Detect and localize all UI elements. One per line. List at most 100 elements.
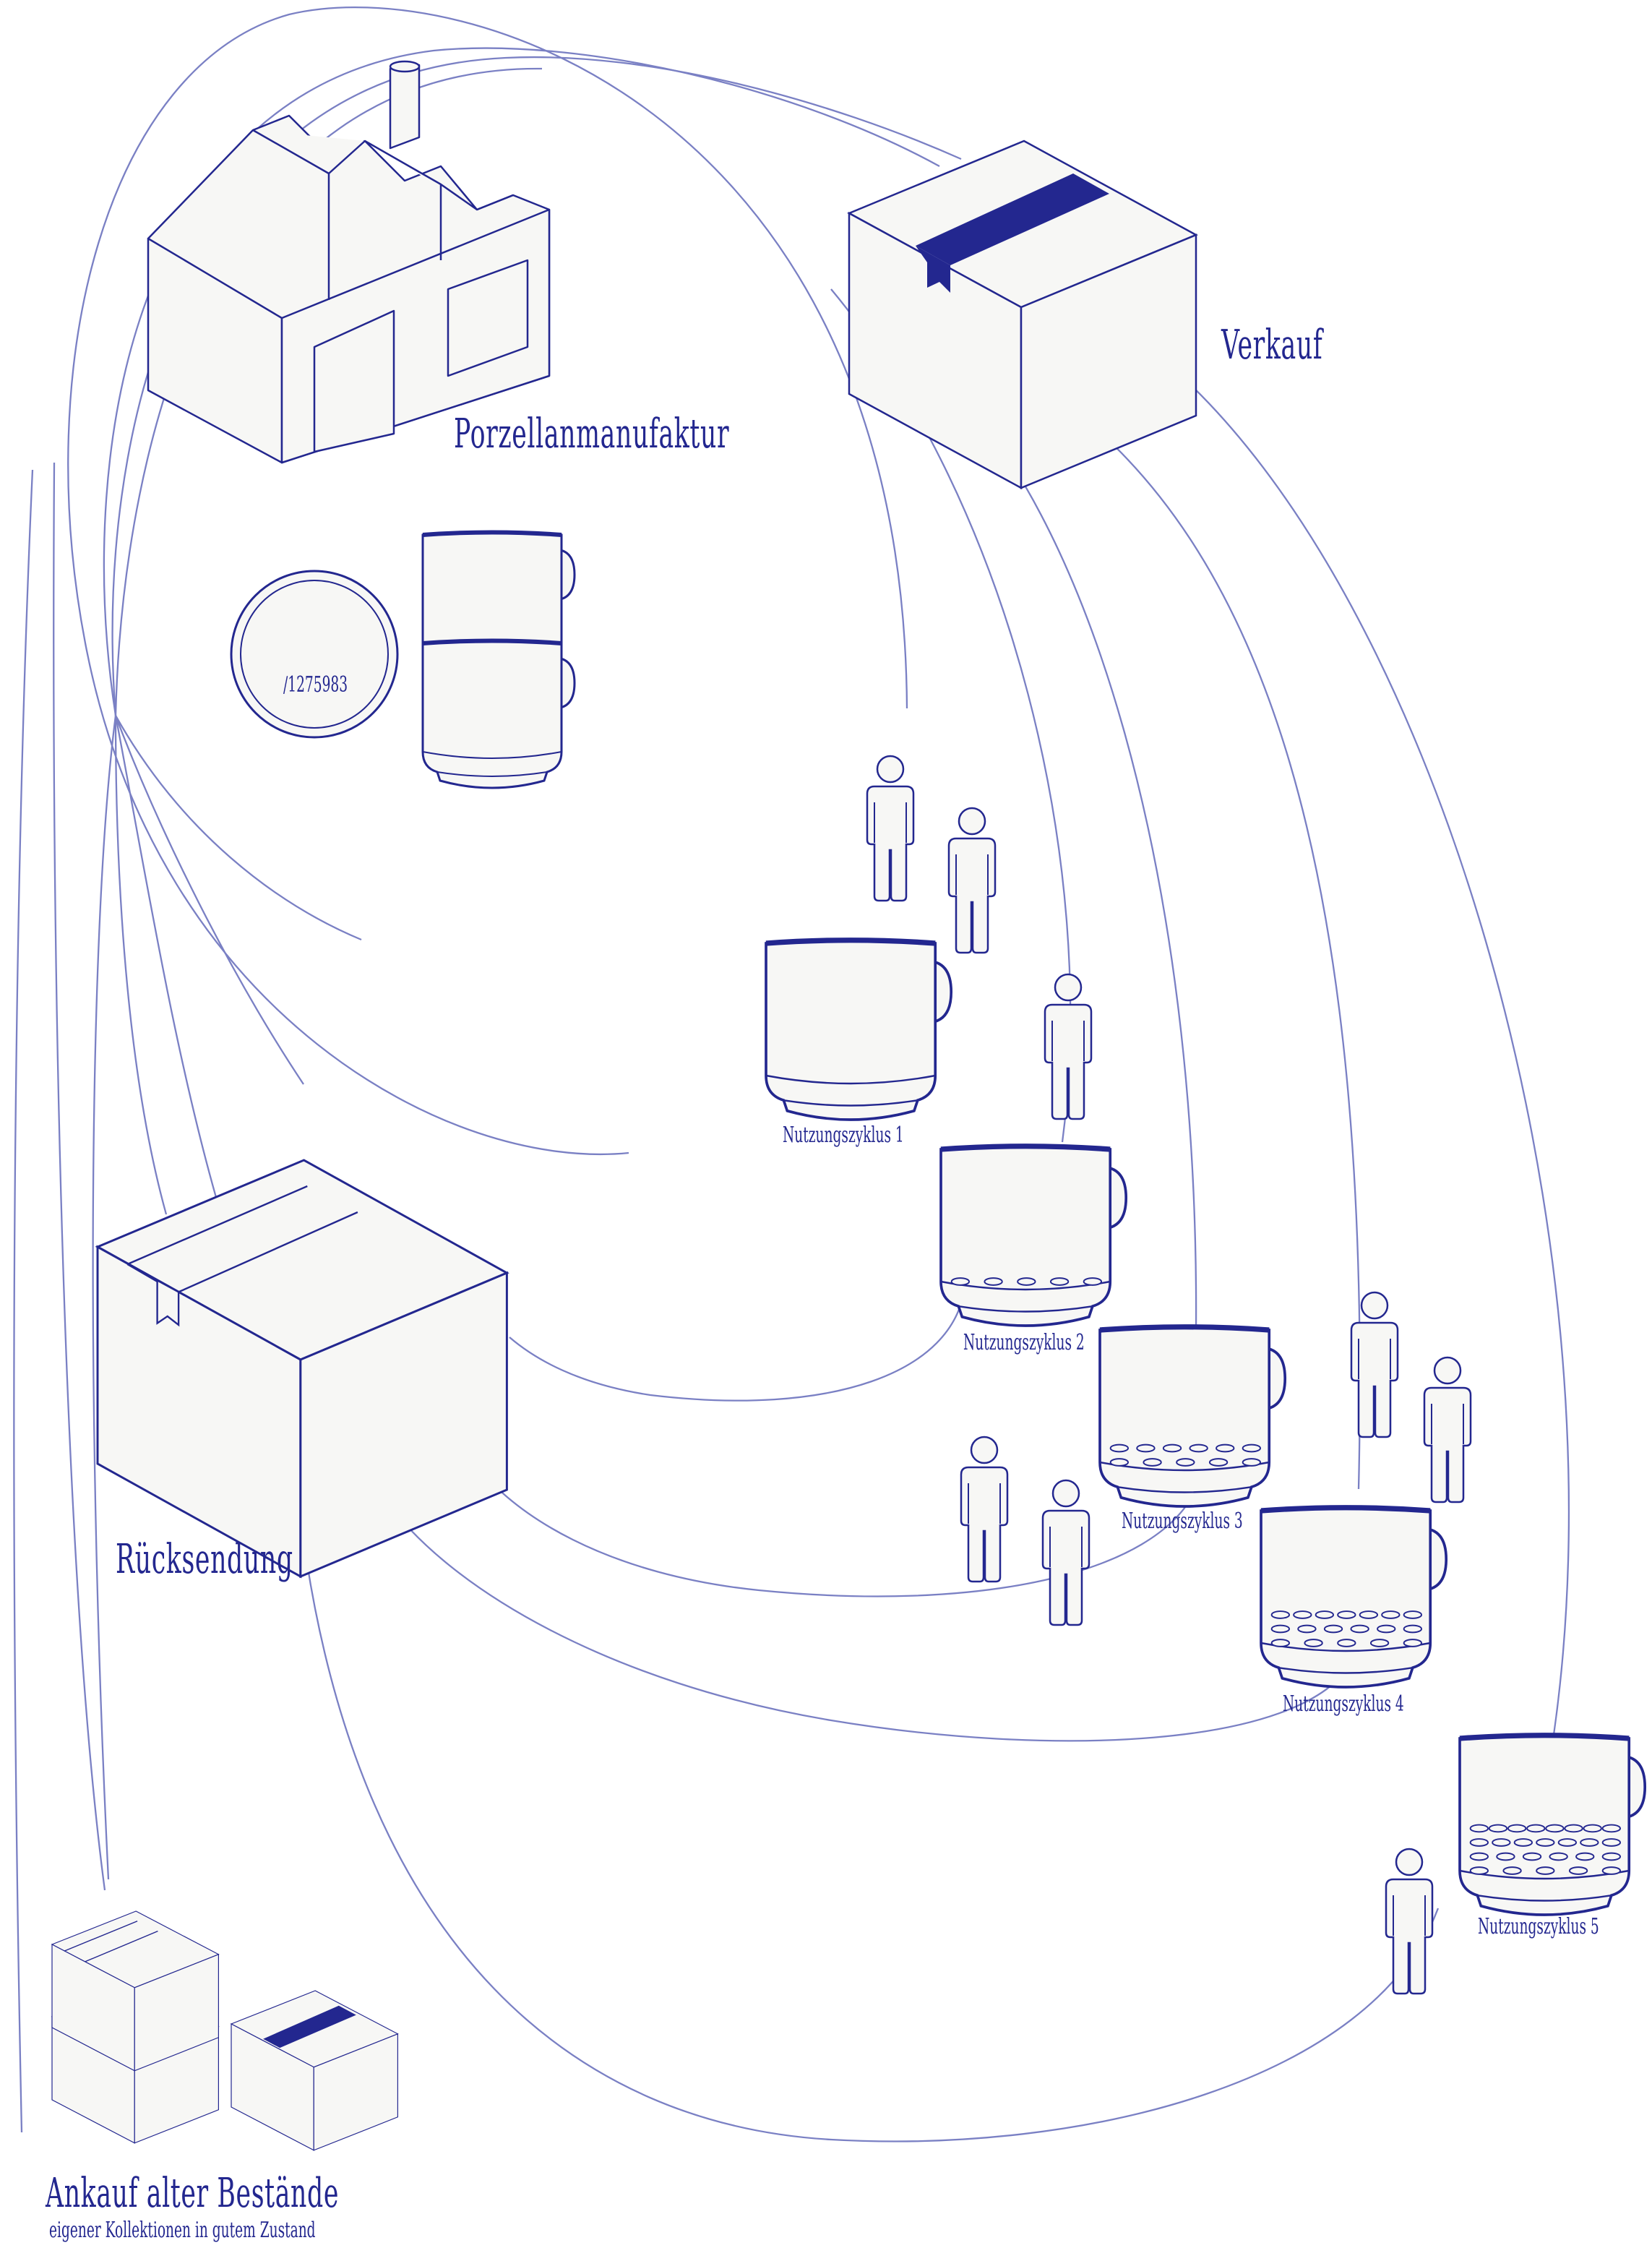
wear-mark: [1208, 1458, 1229, 1467]
wear-mark: [1337, 1639, 1356, 1647]
flow-loop-5: [302, 1539, 1440, 2142]
person-icon: [1044, 973, 1093, 1120]
flow-loop-5-up: [1156, 353, 1570, 1736]
wear-mark: [1049, 1277, 1070, 1286]
wear-mark: [1522, 1852, 1542, 1861]
cycle-label-1: Nutzungszyklus 1: [783, 1123, 904, 1148]
wear-mark: [1109, 1458, 1130, 1467]
wear-mark: [1496, 1852, 1515, 1861]
cycle-cup-3: [1100, 1327, 1285, 1506]
plate-number: /1275983: [283, 672, 348, 698]
wear-mark: [1350, 1624, 1369, 1634]
wear-mark: [1601, 1838, 1622, 1847]
wear-mark: [1242, 1443, 1262, 1453]
flow-loop-3: [462, 1445, 1197, 1597]
wear-mark: [1549, 1852, 1568, 1861]
wear-mark: [1136, 1443, 1156, 1453]
cycle-cup-2: [941, 1146, 1126, 1326]
wear-mark: [1270, 1624, 1291, 1634]
wear-mark: [1270, 1610, 1291, 1619]
manufacturer-label: Porzellanmanufaktur: [454, 411, 730, 458]
person-icon: [1041, 1479, 1090, 1626]
cycle-label-2: Nutzungszyklus 2: [963, 1330, 1085, 1355]
person-icon: [1385, 1848, 1434, 1995]
purchase-title: Ankauf alter Bestände: [46, 2170, 340, 2217]
cycle-cup-5: [1460, 1736, 1645, 1915]
wear-mark: [1369, 1639, 1390, 1647]
wear-mark: [1568, 1866, 1588, 1875]
cup-icon: [1100, 1327, 1285, 1506]
cup-icon: [1261, 1508, 1446, 1687]
cycle-cup-4: [1261, 1508, 1446, 1687]
wear-mark: [1536, 1838, 1555, 1847]
wear-mark: [1557, 1838, 1578, 1847]
wear-mark: [1580, 1838, 1599, 1847]
shipping-box-icon: [96, 1159, 508, 1578]
flow-loop-2: [509, 1286, 966, 1402]
wear-mark: [984, 1277, 1003, 1286]
wear-mark: [1304, 1639, 1323, 1647]
flow-lines: [13, 7, 1570, 2142]
wear-mark: [1469, 1852, 1489, 1861]
wear-mark: [1377, 1624, 1396, 1634]
wear-mark: [1109, 1443, 1130, 1453]
wear-mark: [1381, 1610, 1401, 1619]
wear-mark: [1403, 1624, 1423, 1634]
wear-mark: [1583, 1824, 1602, 1833]
flow-loop-4: [382, 1496, 1352, 1742]
wear-mark: [1359, 1610, 1379, 1619]
shipping-box-icon: [51, 1910, 220, 2072]
cup-icon: [766, 940, 951, 1120]
wear-mark: [1315, 1610, 1335, 1619]
person-icon: [866, 755, 915, 902]
flow-loop-4-up: [1047, 390, 1361, 1490]
wear-mark: [1526, 1824, 1546, 1833]
cycle-cup-1: [766, 940, 951, 1120]
wear-mark: [1083, 1277, 1103, 1286]
wear-mark: [1564, 1824, 1583, 1833]
wear-mark: [1469, 1824, 1489, 1833]
cup-icon: [423, 641, 575, 789]
person-icon: [1423, 1356, 1472, 1503]
purchase-subtitle: eigener Kollektionen in gutem Zustand: [49, 2218, 316, 2243]
flow-loop-1: [67, 7, 908, 1156]
wear-mark: [1492, 1838, 1511, 1847]
cycle-label-4: Nutzungszyklus 4: [1283, 1691, 1404, 1717]
person-icon: [1350, 1291, 1399, 1438]
wear-mark: [1297, 1624, 1317, 1634]
wear-mark: [1601, 1824, 1622, 1833]
wear-mark: [1488, 1824, 1508, 1833]
wear-mark: [1507, 1824, 1527, 1833]
cycle-cups: [766, 940, 1645, 1915]
wear-mark: [1502, 1866, 1522, 1875]
cup-icon: [941, 1146, 1126, 1326]
wear-mark: [1242, 1458, 1262, 1467]
wear-mark: [1403, 1639, 1423, 1647]
wear-mark: [1403, 1610, 1423, 1619]
wear-mark: [1513, 1838, 1533, 1847]
person-icon: [960, 1436, 1009, 1583]
wear-mark: [1536, 1866, 1555, 1875]
wear-mark: [1189, 1443, 1208, 1453]
wear-mark: [1216, 1443, 1235, 1453]
cycle-label-5: Nutzungszyklus 5: [1478, 1914, 1599, 1939]
wear-mark: [1270, 1639, 1291, 1647]
wear-mark: [950, 1277, 971, 1286]
wear-mark: [1176, 1458, 1195, 1467]
shipping-box-icon: [231, 1990, 399, 2151]
return-label: Rücksendung: [116, 1536, 293, 1583]
plate-icon: [230, 570, 399, 739]
wear-mark: [1293, 1610, 1312, 1619]
wear-mark: [1017, 1277, 1036, 1286]
wear-mark: [1575, 1852, 1595, 1861]
wear-mark: [1162, 1443, 1182, 1453]
factory-icon: [147, 60, 551, 464]
wear-mark: [1143, 1458, 1162, 1467]
wear-mark: [1601, 1866, 1622, 1875]
wear-mark: [1469, 1866, 1489, 1875]
person-icon: [947, 807, 997, 954]
shipping-box-icon: [848, 140, 1197, 489]
wear-mark: [1337, 1610, 1356, 1619]
wear-mark: [1469, 1838, 1489, 1847]
